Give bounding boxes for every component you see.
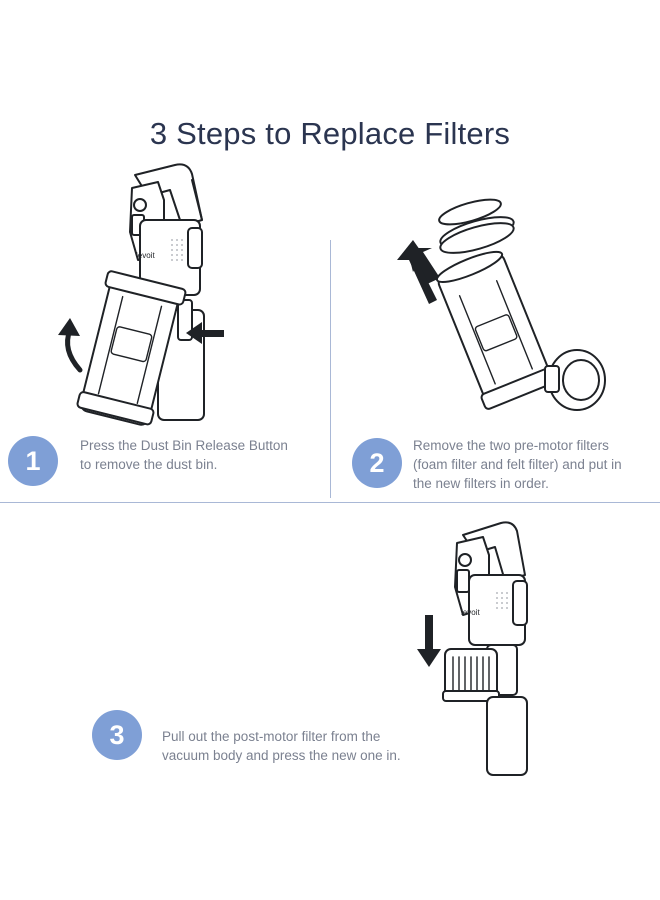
step-2-line-1: Remove the two pre-motor filters — [413, 438, 609, 453]
step-3-badge: 3 — [92, 710, 142, 760]
press-arrow-icon — [186, 322, 224, 344]
step-1-line-1: Press the Dust Bin Release Button — [80, 438, 288, 453]
curved-arrow-icon — [65, 327, 83, 373]
step-3-line-2: vacuum body and press the new one in. — [162, 748, 401, 763]
step-1-badge: 1 — [8, 436, 58, 486]
step-3-line-1: Pull out the post-motor filter from the — [162, 729, 381, 744]
brand-logo: levoit — [136, 251, 155, 260]
step-2-text: Remove the two pre-motor filters (foam f… — [413, 436, 622, 493]
horizontal-divider — [0, 502, 660, 503]
step-2-badge: 2 — [352, 438, 402, 488]
step-3-illustration: levoit — [417, 521, 528, 776]
step-2-line-3: the new filters in order. — [413, 476, 549, 491]
page-title: 3 Steps to Replace Filters — [149, 116, 511, 151]
step-3-text: Pull out the post-motor filter from the … — [162, 727, 401, 765]
up-arrow-icon — [397, 240, 440, 304]
step-1-line-2: to remove the dust bin. — [80, 457, 218, 472]
vertical-divider — [330, 240, 331, 498]
step-1-illustration: levoit — [58, 163, 224, 426]
step-1-text: Press the Dust Bin Release Button to rem… — [80, 436, 288, 474]
step-2-line-2: (foam filter and felt filter) and put in — [413, 457, 622, 472]
down-arrow-icon — [417, 615, 441, 667]
step-2-illustration — [397, 198, 606, 411]
brand-logo: levoit — [461, 608, 480, 617]
